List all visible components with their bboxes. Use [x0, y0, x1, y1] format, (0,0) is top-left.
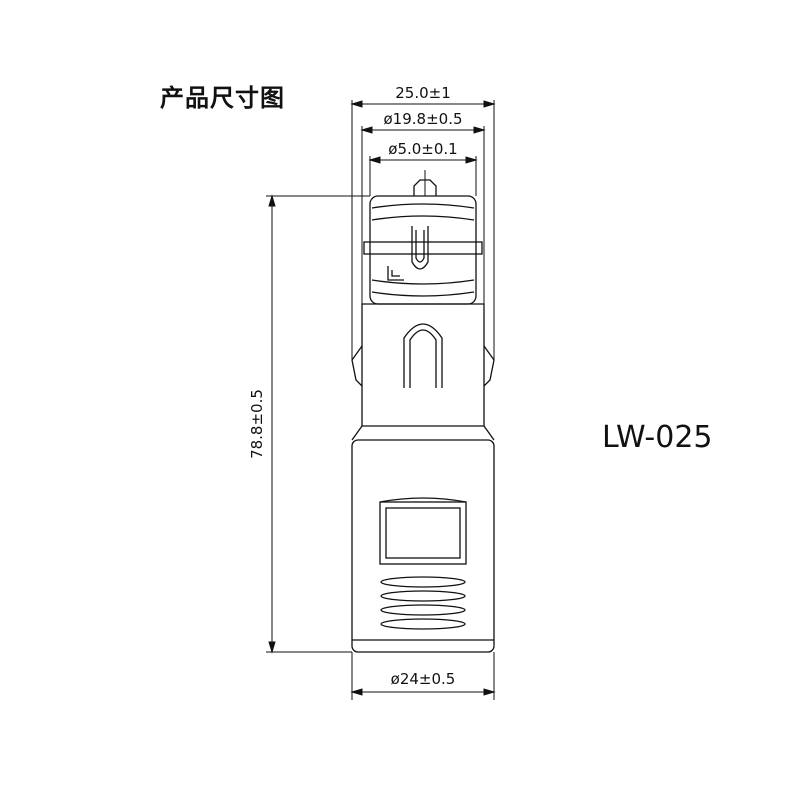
arrows-base [350, 688, 496, 696]
dimension-lines [266, 100, 496, 700]
model-number: LW-025 [602, 420, 713, 455]
dim-text-width: 25.0±1 [395, 84, 451, 102]
middle-body [361, 303, 485, 427]
cap-ring-lower [371, 279, 475, 297]
contact-slot [403, 323, 443, 388]
l-mark [387, 266, 404, 281]
dim-text-body: ø19.8±0.5 [384, 110, 463, 128]
cap-band [363, 241, 483, 255]
thread-lines [380, 576, 466, 630]
dim-text-length: 78.8±0.5 [248, 389, 266, 459]
top-cap [369, 195, 477, 305]
drawing-title: 产品尺寸图 [160, 84, 285, 112]
window-top-arc [379, 497, 467, 503]
arrows-width [350, 100, 496, 108]
window-outer [379, 501, 467, 565]
arrows-tip [368, 156, 478, 164]
side-wing-left [351, 345, 363, 387]
connector-outline [351, 170, 495, 653]
side-wing-right [483, 345, 495, 387]
arrows-length [268, 194, 276, 654]
spring-clip [411, 226, 429, 270]
arrows-body [360, 126, 486, 134]
lower-body [351, 439, 495, 653]
neck-taper [351, 425, 495, 441]
dim-text-base: ø24±0.5 [391, 670, 456, 688]
window-inner [385, 507, 461, 559]
dim-text-tip: ø5.0±0.1 [388, 140, 457, 158]
cap-ring-upper [371, 203, 475, 221]
